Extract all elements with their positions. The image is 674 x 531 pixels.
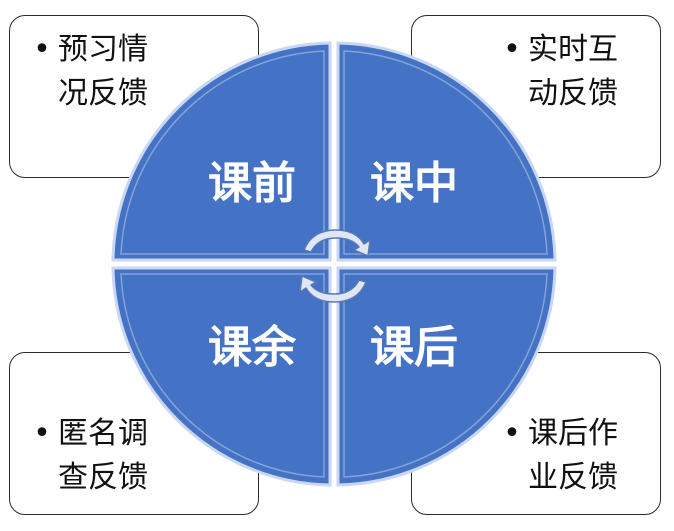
bullet-icon: • [33, 32, 51, 67]
quadrant-in-class [336, 41, 557, 262]
bullet-icon: • [503, 416, 521, 451]
note-line: 课后作 [528, 416, 618, 451]
quadrant-before-class [111, 41, 332, 262]
note-line: 业反馈 [528, 460, 618, 495]
note-line: 查反馈 [58, 460, 148, 495]
bullet-icon: • [33, 416, 51, 451]
note-homework-feedback: • 课后作 业反馈 [503, 412, 618, 500]
quadrant-spare-time [111, 266, 332, 487]
note-line: 实时互 [528, 32, 618, 67]
quadrant-label-during: 课中 [370, 158, 458, 209]
note-survey-feedback: • 匿名调 查反馈 [33, 412, 148, 500]
note-line: 预习情 [58, 32, 148, 67]
note-preview-feedback: • 预习情 况反馈 [33, 28, 148, 116]
cycle-arrows-icon [299, 229, 371, 303]
quadrant-label-spare: 课余 [208, 322, 297, 373]
quadrant-label-after: 课后 [370, 322, 458, 373]
note-line: 匿名调 [58, 416, 148, 451]
quadrant-after-class [336, 266, 557, 487]
note-line: 动反馈 [528, 76, 618, 111]
quadrant-label-before: 课前 [208, 158, 296, 209]
bullet-icon: • [503, 32, 521, 67]
note-line: 况反馈 [58, 76, 148, 111]
note-live-feedback: • 实时互 动反馈 [503, 28, 618, 116]
